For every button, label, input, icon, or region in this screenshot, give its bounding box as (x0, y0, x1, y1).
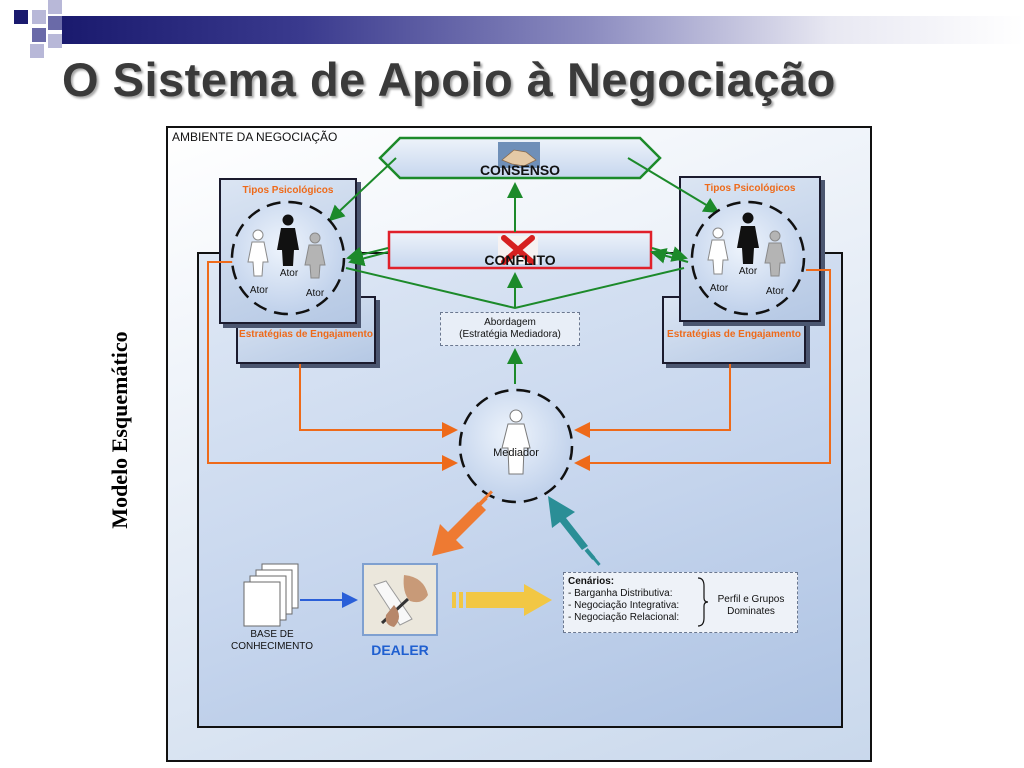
actor-label: Ator (709, 283, 729, 294)
actor-label: Ator (305, 288, 325, 299)
abordagem-line1: Abordagem (484, 317, 536, 328)
orange-arrow (432, 490, 493, 556)
right-psych-title: Tipos Psicológicos (704, 183, 796, 194)
cenario-item: - Barganha Distributiva: (568, 588, 673, 599)
decor-square-5 (32, 28, 46, 42)
document-stack-icon (243, 563, 299, 627)
decor-square-2 (32, 10, 46, 24)
cenarios-heading: Cenários: (568, 576, 615, 587)
mediador-label: Mediador (493, 447, 539, 459)
decor-square-1 (14, 10, 28, 24)
cenario-item: - Negociação Integrativa: (568, 600, 680, 611)
left-strategy-label: Estratégias de Engajamento (239, 329, 373, 340)
person-icon (247, 229, 269, 277)
person-icon (707, 227, 729, 275)
dealer-label: DEALER (371, 642, 429, 658)
actor-label: Ator (738, 266, 758, 277)
abordagem-box: Abordagem (Estratégia Mediadora) (440, 312, 580, 346)
cenarios-box: Cenários: - Barganha Distributiva: - Neg… (563, 572, 798, 633)
decor-square-3 (48, 0, 62, 14)
person-icon (277, 214, 299, 266)
actor-label: Ator (765, 286, 785, 297)
pen-hand-icon (364, 565, 436, 634)
profile-label: Perfil e Grupos Dominates (717, 594, 785, 617)
actor-label: Ator (249, 285, 269, 296)
actor-label: Ator (279, 268, 299, 279)
decor-square-6 (48, 34, 62, 48)
yellow-arrow (452, 584, 552, 616)
abordagem-line2: (Estratégia Mediadora) (459, 329, 561, 340)
person-icon (764, 230, 786, 277)
page-title: O Sistema de Apoio à Negociação (62, 53, 836, 106)
decor-square-4 (48, 16, 62, 30)
consenso-label: CONSENSO (479, 162, 561, 178)
right-strategy-label: Estratégias de Engajamento (667, 329, 801, 340)
header-gradient-bar (62, 16, 1024, 44)
handshake-icon (498, 142, 540, 168)
knowledge-base-label: BASE DE CONHECIMENTO (230, 629, 314, 652)
conflito-label: CONFLITO (484, 252, 556, 268)
person-icon (737, 212, 759, 264)
decor-square-7 (30, 44, 44, 58)
red-x-icon (498, 235, 538, 265)
brace (697, 577, 709, 627)
environment-label: AMBIENTE DA NEGOCIAÇÃO (172, 130, 338, 144)
teal-arrow (548, 496, 601, 566)
left-psych-title: Tipos Psicológicos (242, 185, 334, 196)
cenario-item: - Negociação Relacional: (568, 612, 680, 623)
dealer-image (362, 563, 438, 636)
person-icon (501, 409, 531, 475)
person-icon (304, 232, 326, 279)
